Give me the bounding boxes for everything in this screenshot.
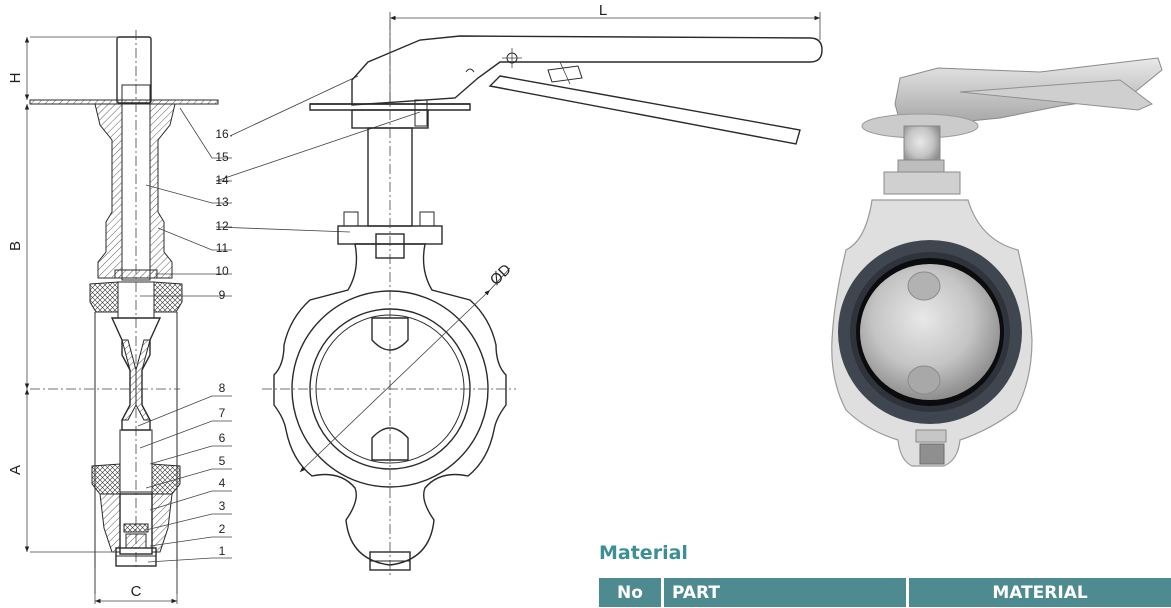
part-number-11: 11 [216, 241, 229, 255]
part-number-10: 10 [215, 264, 229, 278]
dim-label-L: L [599, 2, 607, 19]
part-leaders [137, 75, 421, 563]
dimension-lines-side [24, 37, 177, 604]
part-number-5: 5 [219, 454, 226, 468]
part-number-12: 12 [215, 219, 229, 233]
part-number-13: 13 [215, 195, 229, 209]
part-number-labels: 1 2 3 4 5 6 7 8 9 10 11 12 13 14 15 16 [215, 127, 229, 558]
front-view [262, 12, 823, 575]
part-number-9: 9 [219, 288, 226, 302]
side-section-view [29, 30, 219, 604]
column-header-no: No [599, 578, 661, 607]
part-number-7: 7 [219, 406, 226, 420]
column-header-material: MATERIAL [909, 578, 1171, 607]
material-table-title: Material [599, 542, 688, 564]
part-number-16: 16 [215, 127, 229, 141]
column-header-part: PART [664, 578, 906, 607]
dim-label-A: A [7, 465, 24, 475]
dim-label-C: C [131, 583, 142, 600]
dim-label-H: H [7, 73, 24, 84]
valve-photo [831, 57, 1163, 467]
part-number-1: 1 [219, 544, 226, 558]
part-number-3: 3 [219, 499, 226, 513]
material-table-header: No PART MATERIAL [599, 578, 1171, 607]
part-number-6: 6 [219, 431, 226, 445]
part-number-8: 8 [219, 381, 226, 395]
part-number-14: 14 [215, 173, 229, 187]
part-number-2: 2 [219, 522, 226, 536]
part-number-4: 4 [219, 476, 226, 490]
part-number-15: 15 [215, 150, 229, 164]
dim-label-D: ØD [487, 261, 515, 289]
dim-label-B: B [7, 241, 24, 251]
